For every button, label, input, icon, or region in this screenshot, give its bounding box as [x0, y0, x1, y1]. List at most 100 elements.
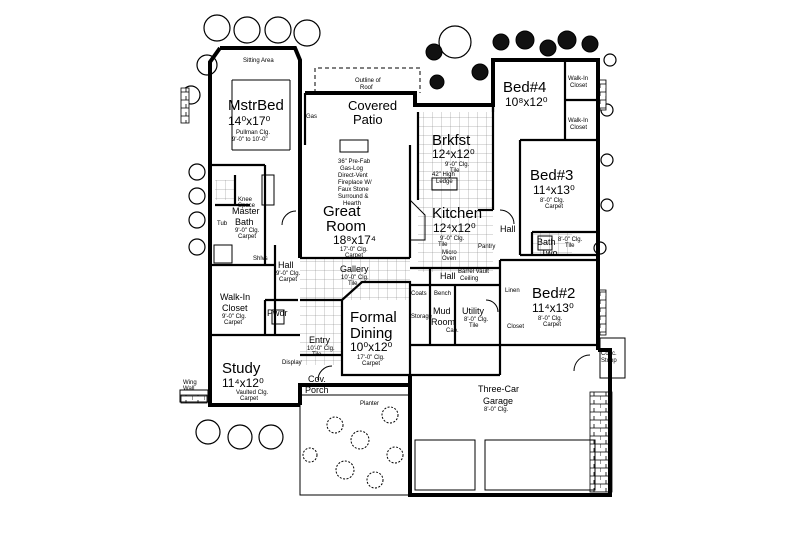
room-kitchen: 42" High Ledge Kitchen 12⁴x12⁰ 9'-0" Clg… — [432, 172, 495, 262]
display-label: Display — [282, 360, 302, 366]
tile-floors — [215, 112, 572, 365]
mstrbed-note2: 9'-0" to 10'-0" — [232, 137, 268, 143]
roof-outline-label-2: Roof — [360, 85, 373, 91]
formal-note1: 17'-0" Clg. — [357, 355, 385, 361]
wing-wall-label-1: Wing — [183, 380, 197, 386]
entry-name: Entry — [309, 335, 331, 345]
walkin-closet-bed4-2: Closet — [570, 83, 587, 89]
mstrbed-note1: Pullman Clg. — [236, 130, 270, 136]
bath-two-note1: 8'-0" Clg. — [558, 237, 583, 243]
bed4-name: Bed#4 — [503, 79, 546, 96]
formal-note2: Carpet — [362, 361, 380, 367]
gas-label: Gas — [306, 114, 317, 120]
mud-name-2: Room — [431, 317, 455, 327]
fireplace-note-4: Fireplace W/ — [338, 180, 372, 186]
fireplace-note-3: Direct-Vent — [338, 173, 368, 179]
pantry-label: Pantry — [478, 244, 495, 250]
storage-label: Storage — [411, 314, 433, 320]
masterbath-name-1: Master — [232, 206, 260, 216]
bed3-note2: Carpet — [545, 204, 563, 210]
shelves-label: Shlvs — [253, 256, 268, 262]
room-study: Study 11⁴x12⁰ Vaulted Clg. Carpet — [222, 360, 269, 402]
plan-details — [179, 67, 626, 496]
room-bed2: Linen Bed#2 11⁴x13⁰ 8'-0" Clg. Carpet Cl… — [505, 285, 575, 330]
bed4-dim: 10⁸x12⁰ — [505, 95, 548, 109]
bench-label: Bench — [434, 291, 451, 297]
hall-mid-note1: Barrel Vault — [458, 269, 489, 275]
roof-outline-label-1: Outline of — [355, 78, 381, 84]
bed2-closet-label: Closet — [507, 324, 524, 330]
brkfst-note1: 9'-0" Clg. — [445, 162, 470, 168]
room-mstrbed: Sitting Area MstrBed 14⁰x17⁰ Pullman Clg… — [228, 58, 284, 143]
entry-note1: 10'-0" Clg. — [307, 346, 335, 352]
utility-note1: 8'-0" Clg. — [464, 317, 489, 323]
bath-two-note2: Tile — [565, 243, 575, 249]
brkfst-note2: Tile — [450, 168, 460, 174]
formal-name-2: Dining — [350, 325, 393, 342]
great-name-1: Great — [323, 203, 361, 220]
tub-label: Tub — [217, 221, 228, 227]
mstrbed-dim: 14⁰x17⁰ — [228, 114, 271, 128]
great-note1: 17'-0" Clg. — [340, 247, 368, 253]
gallery-note2: Tile — [348, 281, 358, 287]
garage-name-2: Garage — [483, 396, 513, 406]
study-name: Study — [222, 360, 261, 377]
bed2-dim: 11⁴x13⁰ — [532, 301, 574, 315]
walkin-note2: Carpet — [224, 320, 242, 326]
ledge-label-2: Ledge — [436, 179, 453, 185]
masterbath-note2: Carpet — [238, 234, 256, 240]
room-mud: Coats Bench Storage Mud Room — [411, 291, 455, 327]
masterbath-note1: 9'-0" Clg. — [235, 228, 260, 234]
fireplace-note-2: Gas-Log — [340, 166, 363, 172]
pwdr-name: Pwdr — [267, 308, 288, 318]
hall-left-note1: 9'-0" Clg. — [276, 271, 301, 277]
micro-label-1: Micro — [442, 250, 457, 256]
room-bed4: Bed#4 10⁸x12⁰ Walk-In Closet Walk-In Clo… — [503, 76, 588, 131]
walkin-name-1: Walk-In — [220, 292, 250, 302]
knee-space-2: Space — [238, 203, 256, 209]
masterbath-name-2: Bath — [235, 217, 254, 227]
kitchen-dim: 12⁴x12⁰ — [433, 221, 476, 235]
formal-dim: 10⁰x12⁰ — [350, 340, 393, 354]
mstrbed-name: MstrBed — [228, 97, 284, 114]
fireplace-note-5: Faux Stone — [338, 187, 369, 193]
site-labels: Conc. Stoop Wing Wall Planter — [183, 351, 617, 407]
cab-label: Cab. — [446, 328, 459, 334]
coats-label: Coats — [411, 291, 427, 297]
hall-mid-note2: Ceiling — [460, 276, 478, 282]
interior-walls — [210, 60, 598, 377]
room-hall-left: Shlvs Hall 9'-0" Clg. Carpet — [253, 256, 301, 283]
walkin-closet-bed4b-2: Closet — [570, 125, 587, 131]
great-dim: 18⁸x17⁴ — [333, 233, 376, 247]
fireplace-note-1: 36" Pre-Fab — [338, 159, 371, 165]
utility-note2: Tile — [469, 323, 479, 329]
fireplace-note-6: Surround & — [338, 194, 368, 200]
room-hall-right: Hall — [500, 224, 516, 234]
porch-name-2: Porch — [305, 385, 329, 395]
bed3-name: Bed#3 — [530, 167, 573, 184]
room-entry: Entry 10'-0" Clg. Tile Display — [282, 335, 335, 366]
brkfst-name: Brkfst — [432, 132, 471, 149]
planter-label: Planter — [360, 401, 379, 407]
garage-note1: 8'-0" Clg. — [484, 407, 509, 413]
kitchen-name: Kitchen — [432, 205, 482, 222]
room-hall-mid: Hall Barrel Vault Ceiling — [440, 269, 489, 282]
utility-name: Utility — [462, 306, 484, 316]
walkin-closet-bed4b-1: Walk-In — [568, 118, 588, 124]
bed3-dim: 11⁴x13⁰ — [533, 183, 575, 197]
gallery-name: Gallery — [340, 264, 369, 274]
walkin-name-2: Closet — [222, 303, 248, 313]
bath-two-name-1: Bath — [537, 237, 556, 247]
bed2-note1: 8'-0" Clg. — [538, 316, 563, 322]
hall-left-note2: Carpet — [279, 277, 297, 283]
room-master-bath: Knee Space Tub Master Bath 9'-0" Clg. Ca… — [217, 197, 260, 240]
patio-name-2: Patio — [353, 112, 383, 127]
stoop-label-1: Conc. — [601, 351, 617, 357]
fireplace-note-7: Hearth — [343, 201, 361, 207]
sitting-area-label: Sitting Area — [243, 58, 274, 64]
room-gallery: Gallery 10'-0" Clg. Tile — [340, 264, 369, 287]
hall-right-name: Hall — [500, 224, 516, 234]
hall-left-name: Hall — [278, 260, 294, 270]
room-brkfst: Brkfst 12⁴x12⁰ 9'-0" Clg. Tile — [432, 132, 475, 174]
